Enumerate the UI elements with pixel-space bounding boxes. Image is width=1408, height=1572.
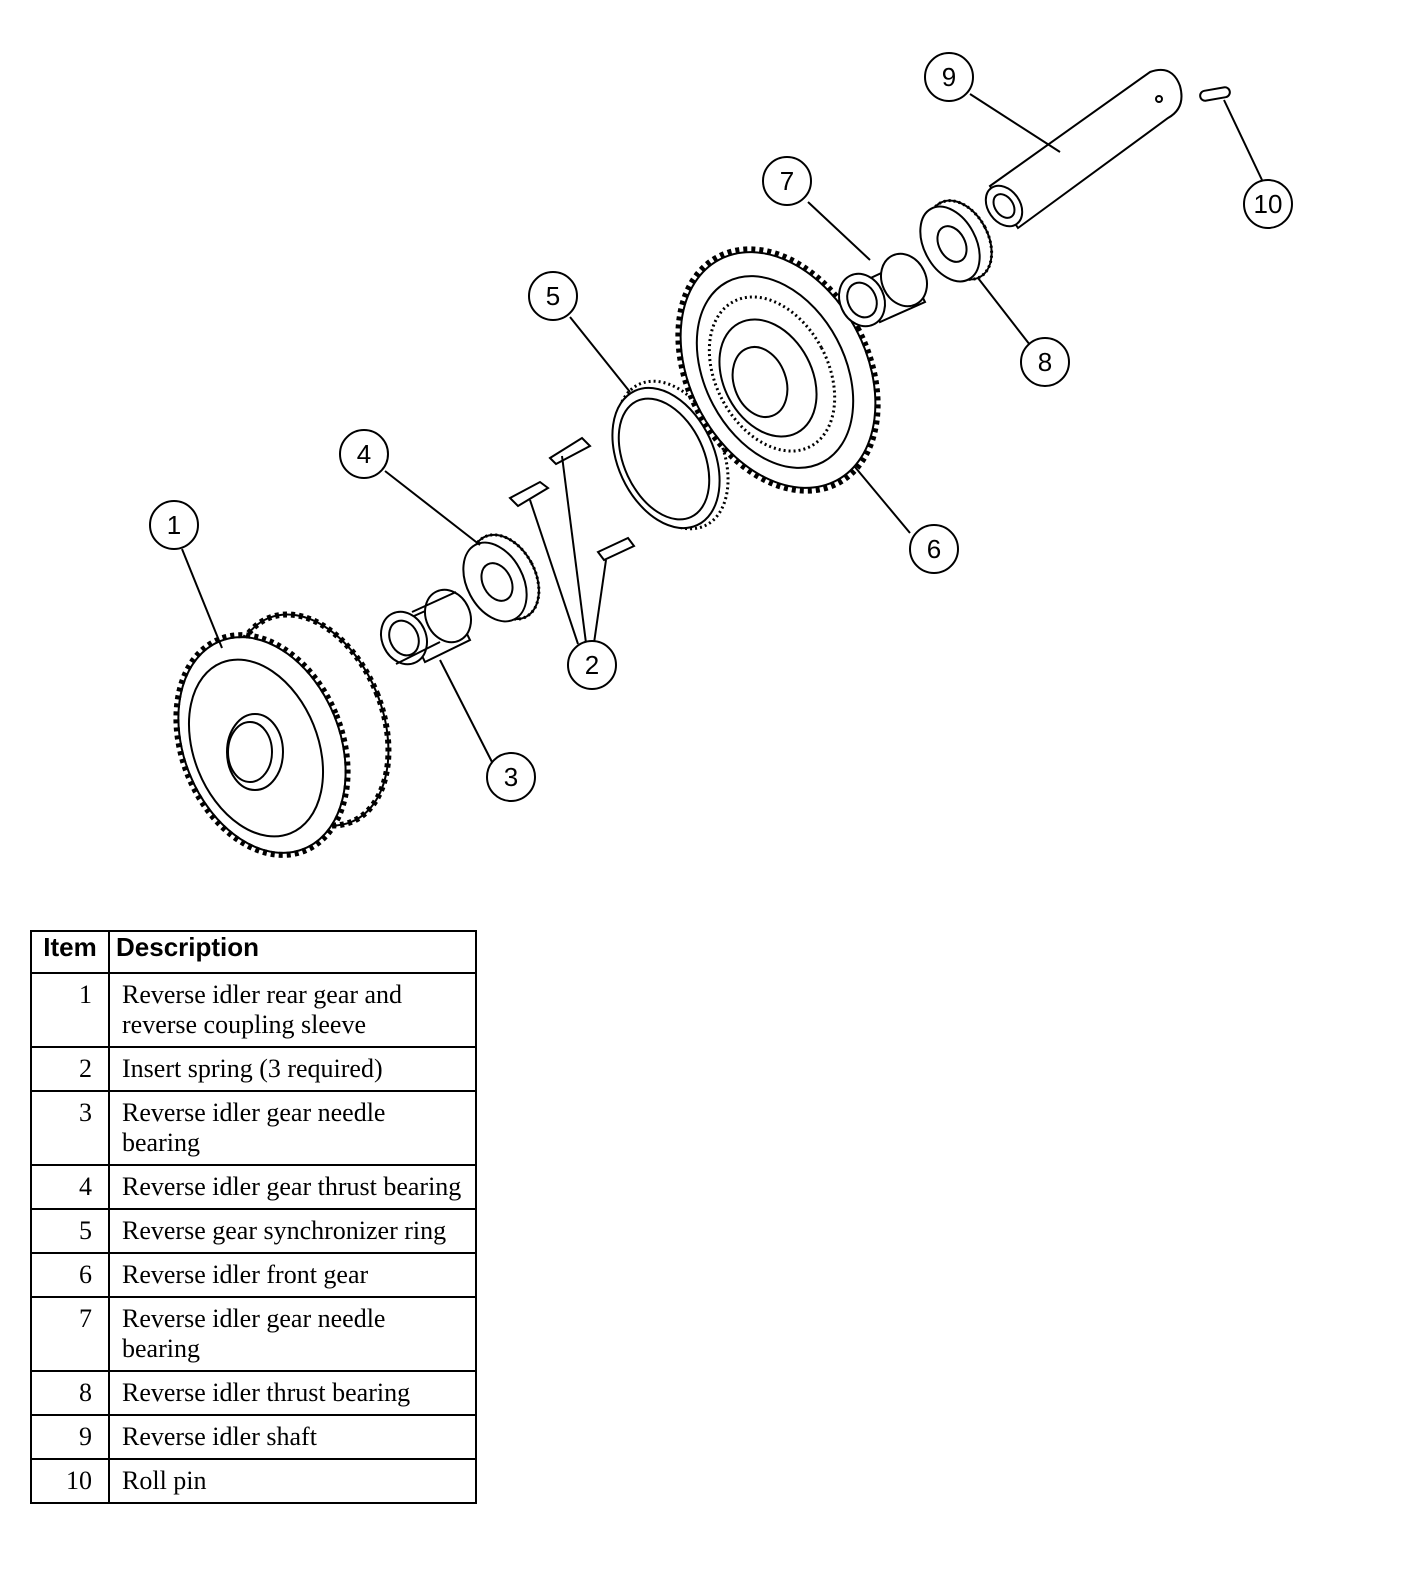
part-9-idler-shaft — [984, 68, 1183, 230]
callout-7: 7 — [762, 156, 812, 206]
callout-6: 6 — [909, 524, 959, 574]
part-4-thrust-bearing — [462, 533, 541, 623]
item-description: Roll pin — [108, 1458, 477, 1504]
table-header-row: Item Description — [30, 930, 477, 974]
svg-text:9: 9 — [942, 62, 956, 92]
table-row: 1 Reverse idler rear gear and reverse co… — [30, 972, 477, 1048]
callout-5: 5 — [528, 271, 578, 321]
callout-10: 10 — [1243, 179, 1293, 229]
part-3-needle-bearing — [380, 588, 472, 666]
part-7-needle-bearing — [838, 252, 928, 328]
parts-legend-table: Item Description 1 Reverse idler rear ge… — [30, 930, 477, 1504]
leader-lines — [181, 93, 1263, 763]
part-1-rear-gear — [173, 611, 392, 858]
item-number: 2 — [30, 1046, 110, 1092]
item-description: Reverse idler thrust bearing — [108, 1370, 477, 1416]
table-row: 8 Reverse idler thrust bearing — [30, 1370, 477, 1416]
callout-3: 3 — [486, 752, 536, 802]
item-description: Insert spring (3 required) — [108, 1046, 477, 1092]
callout-8: 8 — [1020, 337, 1070, 387]
svg-text:7: 7 — [780, 166, 794, 196]
table-row: 4 Reverse idler gear thrust bearing — [30, 1164, 477, 1210]
item-number: 3 — [30, 1090, 110, 1166]
item-header: Item — [30, 930, 110, 974]
svg-text:8: 8 — [1038, 347, 1052, 377]
part-10-roll-pin — [1199, 86, 1231, 102]
callout-4: 4 — [339, 429, 389, 479]
item-number: 6 — [30, 1252, 110, 1298]
part-6-front-gear — [675, 246, 881, 494]
item-number: 9 — [30, 1414, 110, 1460]
callout-2: 2 — [567, 640, 617, 690]
table-row: 5 Reverse gear synchronizer ring — [30, 1208, 477, 1254]
item-number: 5 — [30, 1208, 110, 1254]
callout-1: 1 — [149, 500, 199, 550]
item-description: Reverse idler rear gear and reverse coup… — [108, 972, 477, 1048]
item-number: 4 — [30, 1164, 110, 1210]
svg-text:1: 1 — [167, 510, 181, 540]
item-description: Reverse idler front gear — [108, 1252, 477, 1298]
item-description: Reverse idler shaft — [108, 1414, 477, 1460]
item-number: 7 — [30, 1296, 110, 1372]
item-description: Reverse idler gear needle bearing — [108, 1296, 477, 1372]
table-row: 6 Reverse idler front gear — [30, 1252, 477, 1298]
item-description: Reverse gear synchronizer ring — [108, 1208, 477, 1254]
table-row: 10 Roll pin — [30, 1458, 477, 1504]
part-5-synchronizer-ring — [611, 379, 730, 531]
table-row: 7 Reverse idler gear needle bearing — [30, 1296, 477, 1372]
svg-text:3: 3 — [504, 762, 518, 792]
part-8-thrust-bearing — [919, 199, 994, 283]
svg-text:2: 2 — [585, 650, 599, 680]
description-header: Description — [108, 930, 477, 974]
svg-text:4: 4 — [357, 439, 371, 469]
table-row: 2 Insert spring (3 required) — [30, 1046, 477, 1092]
table-row: 3 Reverse idler gear needle bearing — [30, 1090, 477, 1166]
callout-9: 9 — [924, 52, 974, 102]
item-description: Reverse idler gear thrust bearing — [108, 1164, 477, 1210]
svg-text:10: 10 — [1254, 189, 1283, 219]
item-description: Reverse idler gear needle bearing — [108, 1090, 477, 1166]
item-number: 1 — [30, 972, 110, 1048]
item-number: 10 — [30, 1458, 110, 1504]
item-number: 8 — [30, 1370, 110, 1416]
svg-text:6: 6 — [927, 534, 941, 564]
svg-text:5: 5 — [546, 281, 560, 311]
exploded-view-diagram: 1 2 3 4 5 6 7 8 9 10 — [149, 52, 1293, 858]
part-2-insert-springs — [508, 436, 636, 562]
table-row: 9 Reverse idler shaft — [30, 1414, 477, 1460]
